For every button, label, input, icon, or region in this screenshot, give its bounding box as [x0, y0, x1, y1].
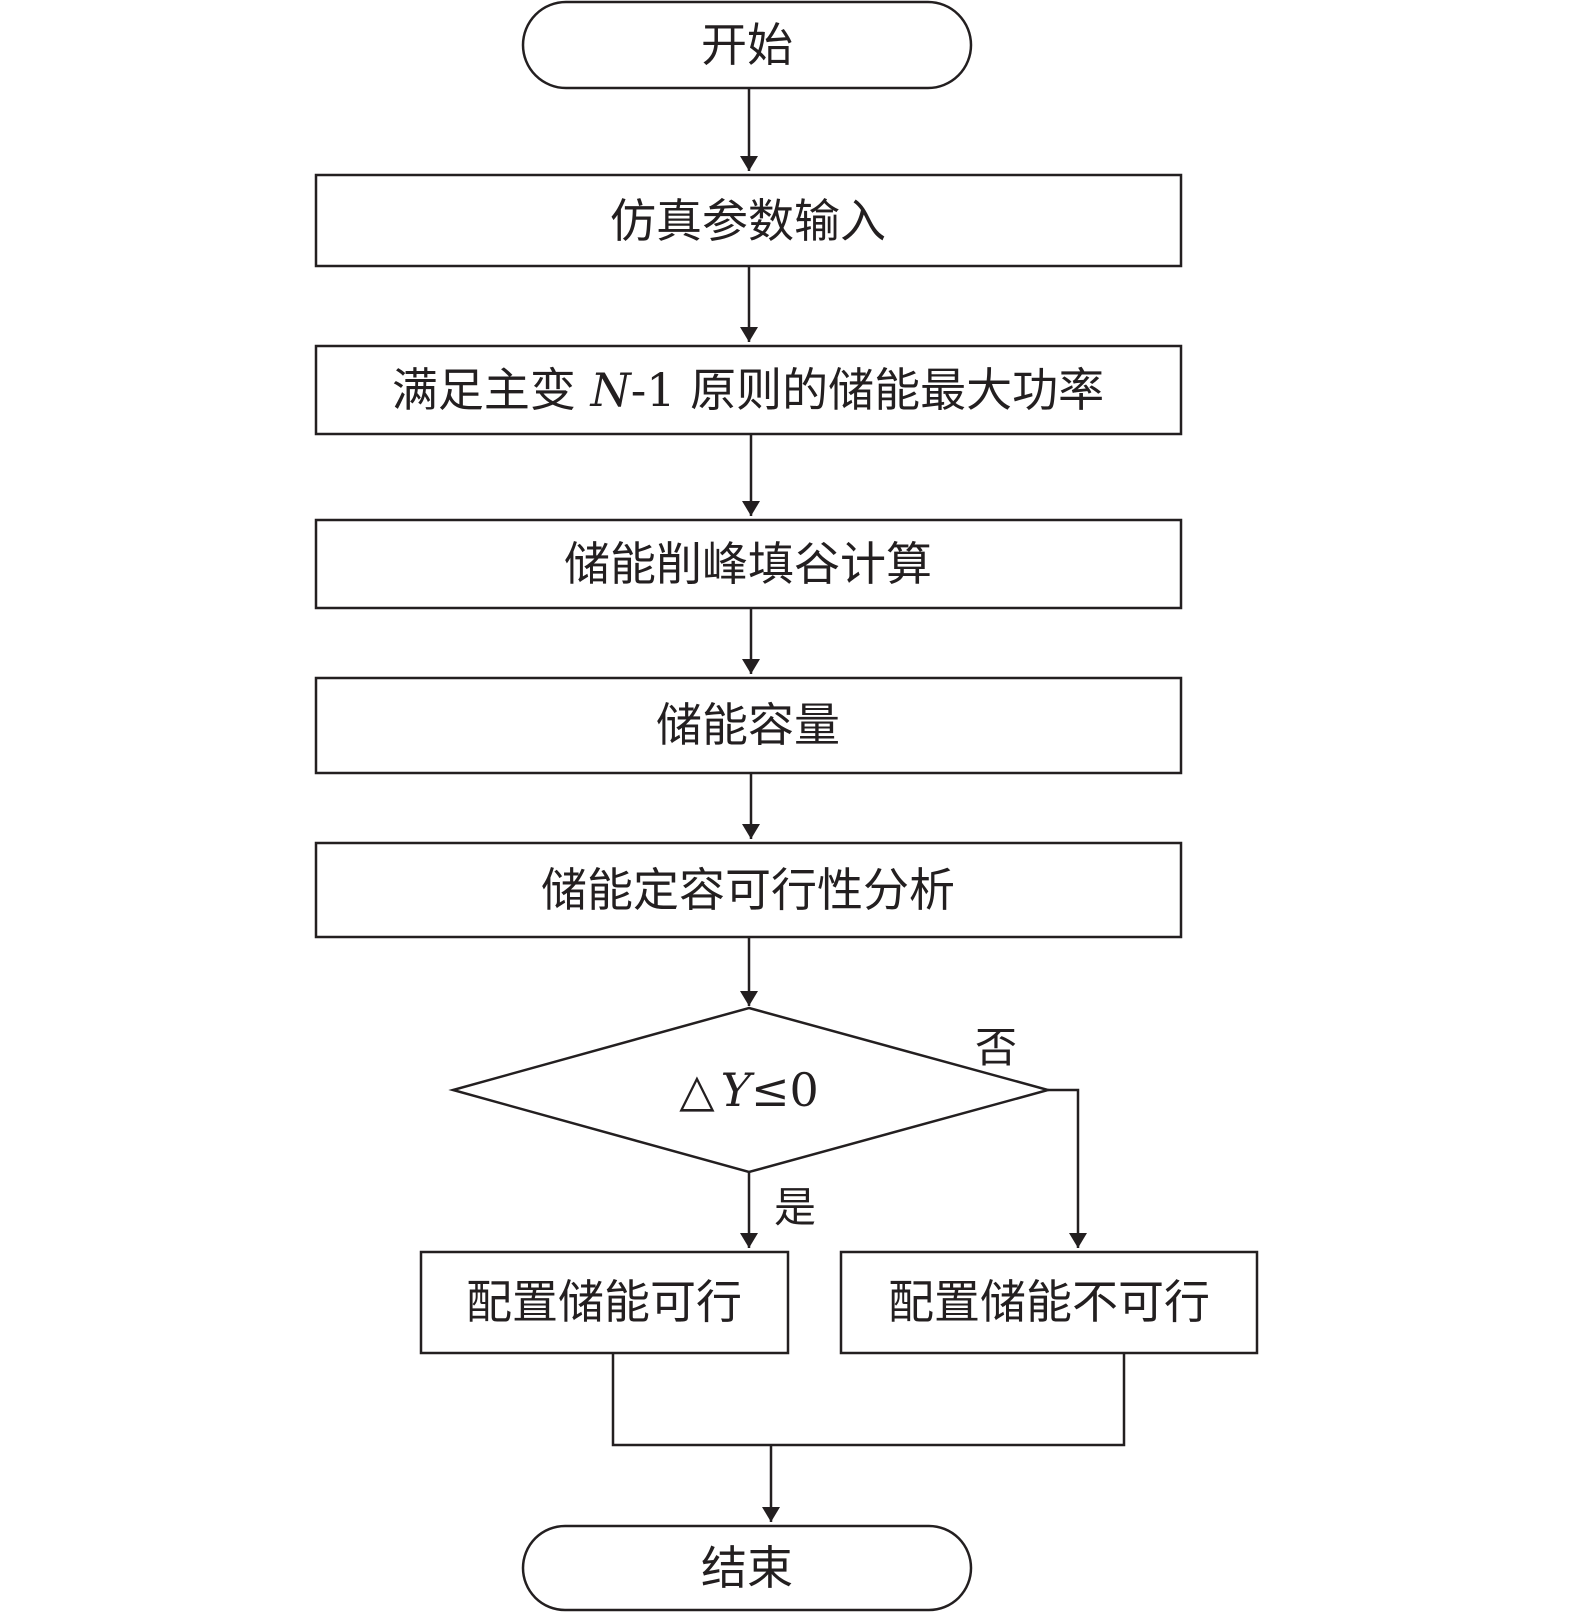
yes-branch-label: 是: [774, 1183, 816, 1232]
decision-italic: Y: [721, 1063, 756, 1117]
no-branch-label: 否: [975, 1023, 1017, 1072]
input-label: 仿真参数输入: [610, 194, 886, 248]
feasibility-node: 储能定容可行性分析: [314, 841, 1183, 939]
capacity-node: 储能容量: [314, 676, 1183, 775]
decision-suffix: ≤0: [751, 1063, 819, 1117]
max-power-prefix: 满足主变: [392, 363, 591, 417]
feasibility-label: 储能定容可行性分析: [541, 863, 955, 917]
decision-prefix: △: [679, 1063, 715, 1117]
max-power-suffix: -1 原则的储能最大功率: [631, 363, 1104, 417]
feasible-node: 配置储能可行: [419, 1250, 790, 1355]
end-node: 结束: [521, 1524, 973, 1612]
max-power-italic: N: [589, 363, 632, 417]
input-node: 仿真参数输入: [314, 173, 1183, 268]
feasible-label: 配置储能可行: [466, 1275, 742, 1329]
arrow-decision-to-infeasible: [1048, 1088, 1087, 1248]
peak-shaving-label: 储能削峰填谷计算: [564, 537, 932, 591]
merge-connector: [611, 1353, 1126, 1447]
infeasible-label: 配置储能不可行: [888, 1275, 1210, 1329]
capacity-label: 储能容量: [656, 698, 840, 752]
start-node: 开始: [521, 0, 973, 90]
max-power-node: 满足主变 N-1 原则的储能最大功率: [314, 344, 1183, 436]
start-label: 开始: [701, 18, 793, 72]
decision-node: △Y≤0: [448, 1006, 1053, 1174]
max-power-label: 满足主变 N-1 原则的储能最大功率: [392, 363, 1104, 417]
end-label: 结束: [701, 1541, 793, 1595]
decision-label: △Y≤0: [679, 1063, 819, 1117]
infeasible-node: 配置储能不可行: [839, 1250, 1259, 1355]
peak-shaving-node: 储能削峰填谷计算: [314, 518, 1183, 610]
